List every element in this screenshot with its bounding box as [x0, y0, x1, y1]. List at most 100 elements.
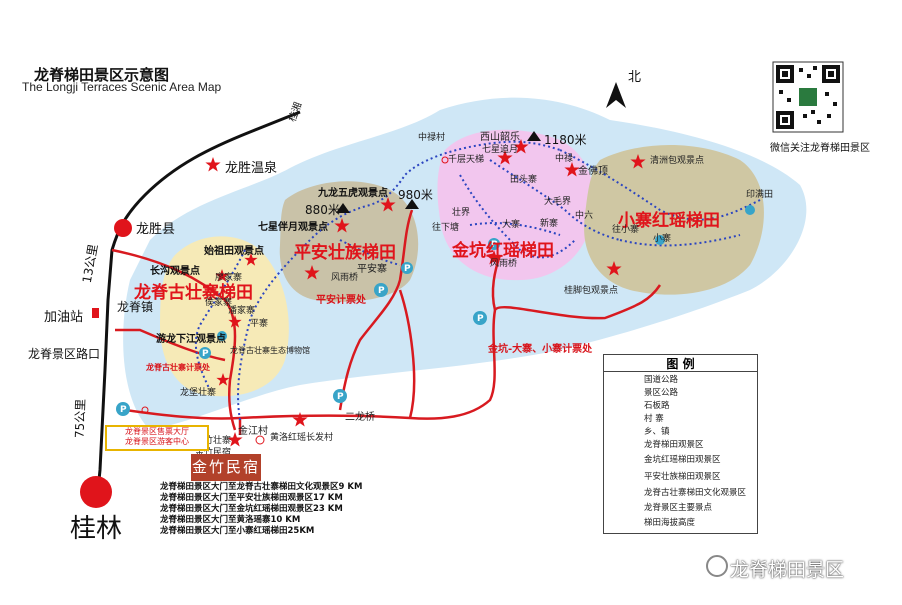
- place-longji-town: 龙脊镇: [117, 300, 154, 314]
- elev-880: 880米: [305, 203, 340, 217]
- svg-text:P: P: [477, 314, 484, 324]
- star-hotspring: [205, 157, 221, 172]
- star-jiulong: [380, 197, 396, 212]
- svg-text:P: P: [378, 286, 385, 296]
- place-wangxiatang: 往下塘: [432, 223, 460, 233]
- spot-changgou: 长沟观景点: [150, 266, 200, 277]
- place-longbao: 龙堡壮寨: [180, 388, 217, 398]
- legend-pingan: 平安壮族梯田观景区: [644, 472, 721, 482]
- parking-letters: PPP PPP P: [120, 240, 498, 415]
- star-changgou: [215, 269, 229, 282]
- place-zhongliu: 中六: [575, 211, 594, 221]
- map-title-en: The Longji Terraces Scenic Area Map: [22, 80, 222, 94]
- spot-panjia: 潘家寨: [228, 306, 256, 316]
- legend-longji: 龙脊梯田观景区: [644, 440, 704, 450]
- place-jinjiang: 金江村: [238, 426, 268, 437]
- svg-text:P: P: [404, 264, 411, 274]
- ticket-pingan: 平安计票处: [316, 295, 366, 306]
- place-tiantou: 田头寨: [510, 175, 538, 185]
- distance-4: 龙脊梯田景区大门至黄洛瑶寨10 KM: [160, 515, 301, 525]
- spot-museum: 龙脊古壮寨生态博物馆: [230, 346, 310, 355]
- place-longsheng: 龙胜县: [136, 222, 176, 237]
- qr-code: [772, 61, 844, 133]
- main-spots: [205, 139, 646, 447]
- area-xiaozhai: 小寨红瑶梯田: [618, 211, 720, 231]
- star-youlong: [228, 315, 242, 328]
- spot-houjia: 侯家寨: [205, 298, 233, 308]
- place-fengyu: 风雨桥: [331, 273, 359, 283]
- wechat-watermark-icon: [706, 555, 728, 577]
- star-longbao: [216, 373, 230, 386]
- road-75km: 75公里: [72, 398, 88, 439]
- distance-2: 龙脊梯田景区大门至平安壮族梯田观景区17 KM: [160, 493, 343, 503]
- place-jinzhu: 金竹壮寨: [195, 436, 232, 446]
- area-guzhuang: 龙脊古壮寨梯田: [134, 283, 253, 303]
- legend-national-road: 国道公路: [644, 375, 679, 385]
- minsu-sign: 金竹民宿: [191, 454, 261, 481]
- spot-xishan: 西山韶乐: [480, 132, 520, 143]
- star-huangluo: [292, 412, 308, 427]
- area-pingan: 平安壮族梯田: [294, 243, 396, 263]
- place-yinmantian: 印满田: [746, 190, 774, 200]
- place-dazhai: 大寨: [502, 220, 521, 230]
- star-qixing: [334, 218, 350, 233]
- elev-1180: 1180米: [544, 133, 587, 147]
- village-markers: [141, 156, 449, 445]
- parking-markers: [116, 205, 755, 416]
- wechat-follow: 微信关注龙脊梯田景区: [770, 143, 870, 154]
- elev-980: 980米: [398, 188, 433, 202]
- spot-huangluo: 黄洛红瑶长发村: [270, 433, 334, 443]
- north-arrow-icon: [606, 82, 626, 108]
- xiaozhai-region: [584, 145, 764, 295]
- guilin-marker: [80, 476, 112, 508]
- elevation-980-marker: [405, 199, 419, 209]
- place-gas: 加油站: [44, 310, 84, 325]
- svg-text:P: P: [202, 349, 209, 359]
- distance-3: 龙脊梯田景区大门至金坑红瑶梯田观景区23 KM: [160, 504, 343, 514]
- place-junction: 龙脊景区路口: [28, 347, 101, 361]
- area-jinkeng: 金坑红瑶梯田: [452, 241, 554, 261]
- spot-qiqing: 千层天梯: [448, 155, 485, 165]
- legend-main-spot: 龙脊景区主要景点: [644, 503, 713, 513]
- guzhuang-region: [160, 236, 289, 397]
- star-qiqing: [513, 139, 529, 154]
- legend-guzhuang: 龙脊古壮寨梯田文化观景区: [644, 488, 747, 498]
- notice-line-2: 龙脊景区游客中心: [125, 437, 189, 446]
- star-qingzhou: [630, 154, 646, 169]
- spot-shizu: 始祖田观景点: [204, 246, 264, 257]
- spot-zhonglu: 中禄: [555, 154, 574, 164]
- place-hotspring: 龙胜温泉: [225, 161, 278, 176]
- star-jinzhu: [227, 432, 243, 447]
- place-xiaozhai-village: 小寨: [653, 234, 672, 244]
- star-jinfoding: [564, 162, 580, 177]
- distance-5: 龙脊梯田景区大门至小寨红瑶梯田25KM: [160, 526, 315, 536]
- place-wangxiaozhai: 往小寨: [612, 225, 640, 235]
- spot-qixing: 七星伴月观景点: [258, 222, 328, 233]
- erlong-bridge: 二龙桥: [345, 412, 375, 423]
- north-label: 北: [628, 70, 642, 85]
- notice-line-1: 龙脊景区售票大厅: [125, 427, 189, 436]
- jinkeng-region: [437, 129, 594, 281]
- distance-1: 龙脊梯田景区大门至龙脊古壮寨梯田文化观景区9 KM: [160, 482, 363, 492]
- spot-youlong: 游龙下江观景点: [156, 334, 226, 345]
- place-fengyu2: 风雨桥: [490, 259, 518, 269]
- svg-text:P: P: [120, 405, 127, 415]
- legend-title: 图 例: [604, 355, 757, 372]
- elevation-1180-marker: [527, 131, 541, 141]
- spot-jiulong: 九龙五虎观景点: [318, 188, 388, 199]
- ticket-jinkeng: 金坑-大寨、小寨计票处: [488, 344, 593, 355]
- place-guilin: 桂林: [70, 514, 123, 544]
- place-zhuangjie: 壮界: [452, 208, 471, 218]
- visitor-center-notice: 龙脊景区售票大厅 龙脊景区游客中心: [105, 425, 209, 451]
- place-pingan-zhai: 平安寨: [357, 264, 387, 275]
- legend-town: 乡、镇: [644, 427, 670, 437]
- map-title: 龙脊梯田景区示意图: [34, 66, 170, 84]
- spot-jinfoding: 金佛顶: [578, 166, 608, 177]
- svg-text:P: P: [337, 392, 344, 402]
- legend-scenic-road: 景区公路: [644, 388, 679, 398]
- star-xishan: [497, 150, 513, 165]
- ticket-guzhuang: 龙脊古壮寨计票处: [146, 363, 210, 372]
- star-shizu: [244, 253, 258, 266]
- gas-station-marker: [92, 308, 99, 318]
